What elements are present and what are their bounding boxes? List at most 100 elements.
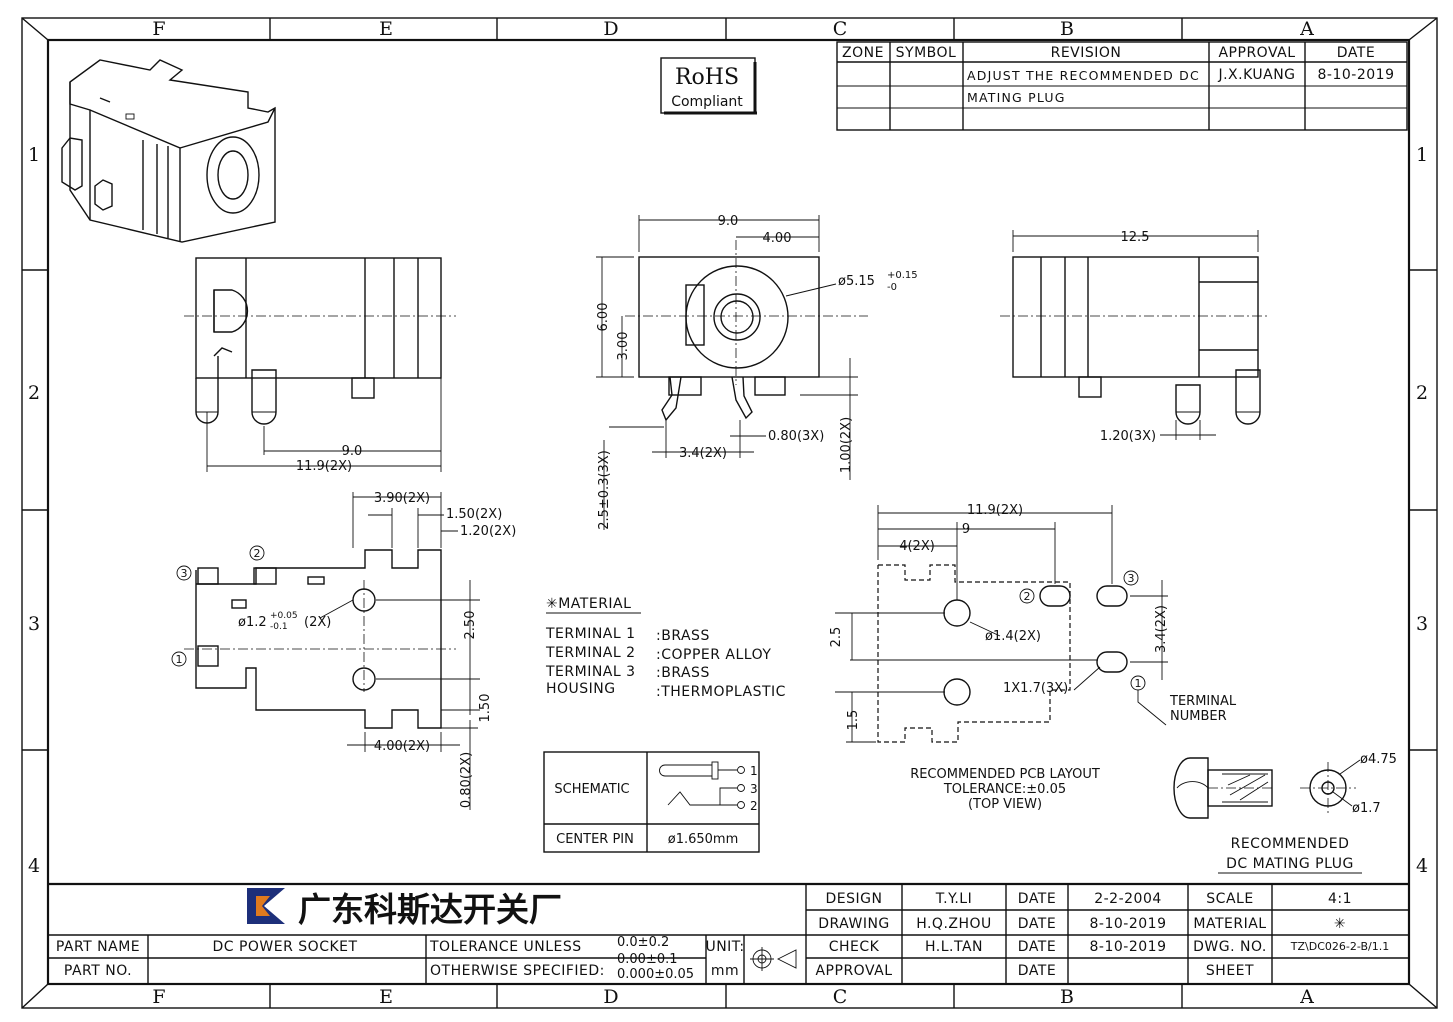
dim-length: 12.5 [1121, 230, 1150, 245]
part-name-value: DC POWER SOCKET [212, 939, 357, 955]
material-name-2: TERMINAL 2 [545, 645, 636, 661]
dim-height: 6.00 [596, 303, 611, 332]
rev-header-revision: REVISION [1051, 45, 1122, 61]
dim-hole: ø5.15 [838, 274, 875, 289]
dim-hole-tol-plus: +0.15 [887, 270, 918, 281]
pcb-dim-d7: 1X1.7(3X) [1003, 681, 1068, 696]
drawing-value: H.Q.ZHOU [916, 916, 992, 932]
pcb-layout: 2 3 1 11.9(2X) 9 4(2X) ø1.4(2X) 2.5 3.4(… [829, 503, 1237, 812]
tolerance-2: 0.00±0.1 [617, 952, 678, 967]
pcb-dim-d5: 2.5 [829, 627, 844, 648]
rev-header-symbol: SYMBOL [896, 45, 957, 61]
zone-labels: F E D C B A F E D C B A 1 2 3 4 1 2 3 4 [28, 18, 1428, 1008]
pcb-label-1: 1 [1135, 677, 1142, 690]
projection-symbol-icon [750, 947, 797, 971]
zone-row-4-right: 4 [1416, 855, 1428, 877]
center-pin-label: CENTER PIN [556, 832, 634, 847]
front-view: 9.0 4.00 ø5.15 +0.15 -0 6.00 3.00 3.4(2X… [596, 214, 918, 530]
center-pin-value: ø1.650mm [668, 832, 739, 847]
dim-pin-space: 3.4(2X) [679, 446, 727, 461]
rev-row1-date: 8-10-2019 [1318, 67, 1395, 83]
dim-hole-tol-minus: -0 [887, 282, 897, 293]
zone-col-c-bottom: C [833, 986, 848, 1008]
dim-offset: 4.00 [763, 231, 792, 246]
dim-width: 9.0 [718, 214, 739, 229]
zone-row-1: 1 [28, 144, 40, 166]
material-name-3: TERMINAL 3 [545, 664, 636, 680]
pcb-caption-3: (TOP VIEW) [968, 797, 1042, 812]
check-date-label: DATE [1018, 939, 1056, 955]
dwg-no-value: TZ\DC026-2-B/1.1 [1290, 940, 1389, 953]
zone-col-b-bottom: B [1060, 986, 1074, 1008]
terminal-label-2: 2 [254, 547, 261, 560]
pcb-caption-2: TOLERANCE:±0.05 [943, 782, 1066, 797]
design-date-label: DATE [1018, 891, 1056, 907]
zone-col-a: A [1299, 18, 1314, 40]
zone-col-b: B [1060, 18, 1074, 40]
zone-col-f-bottom: F [152, 986, 165, 1008]
rohs-subtitle: Compliant [671, 94, 743, 110]
check-date-value: 8-10-2019 [1090, 939, 1167, 955]
rev-header-approval: APPROVAL [1218, 45, 1295, 61]
scale-value: 4:1 [1328, 891, 1352, 907]
company-logo-icon [247, 888, 285, 924]
pcb-dim-d8: 1.5 [846, 710, 861, 731]
dim-foot: 0.80(2X) [459, 752, 474, 808]
schematic-pin-3: 3 [750, 782, 758, 796]
unit-label: UNIT: [705, 939, 744, 955]
zone-col-e: E [379, 18, 393, 40]
dim-span: 9.0 [342, 444, 363, 459]
dim-pin-length: 2.5±0.3(3X) [597, 450, 612, 530]
dim-a: 3.90(2X) [374, 491, 430, 506]
material-value-4: :THERMOPLASTIC [656, 684, 786, 700]
check-label: CHECK [829, 939, 880, 955]
pcb-dim-d1: 11.9(2X) [967, 503, 1023, 518]
schematic-pin-1: 1 [750, 764, 758, 778]
design-value: T.Y.LI [935, 891, 972, 907]
schematic-box: SCHEMATIC CENTER PIN ø1.650mm 1 3 2 [543, 751, 760, 853]
pcb-dim-d4: ø1.4(2X) [985, 629, 1041, 644]
dim-bottom: 4.00(2X) [374, 739, 430, 754]
material-value-2: :COPPER ALLOY [656, 647, 771, 663]
tolerance-label-1: TOLERANCE UNLESS [429, 939, 582, 955]
pcb-label-3: 3 [1128, 572, 1135, 585]
terminal-label-1: 1 [176, 653, 183, 666]
bottom-view: 3 2 1 3.90(2X) 1.50(2X) 1.20(2X) 2.50 1.… [171, 491, 516, 810]
zone-row-3: 3 [28, 613, 40, 635]
material-name-1: TERMINAL 1 [545, 626, 636, 642]
rev-row1-approval: J.X.KUANG [1217, 67, 1295, 83]
zone-row-4: 4 [28, 855, 40, 877]
plug-caption-1: RECOMMENDED [1231, 836, 1350, 852]
material-name-4: HOUSING [546, 681, 616, 697]
dim-hole-tol-plus: +0.05 [270, 611, 298, 621]
schematic-pin-2: 2 [750, 799, 758, 813]
material-label: MATERIAL [1193, 916, 1266, 932]
drawing-label: DRAWING [818, 916, 890, 932]
zone-row-3-right: 3 [1416, 613, 1428, 635]
material-value-1: :BRASS [656, 628, 710, 644]
tolerance-label-2: OTHERWISE SPECIFIED: [430, 963, 605, 979]
design-label: DESIGN [826, 891, 883, 907]
dim-spacing: 2.50 [463, 611, 478, 640]
pcb-label-2: 2 [1024, 590, 1031, 603]
check-value: H.L.TAN [925, 939, 983, 955]
zone-col-e-bottom: E [379, 986, 393, 1008]
dim-pin-height: 1.00(2X) [839, 417, 854, 473]
pcb-terminal-label: TERMINAL [1169, 694, 1237, 709]
part-name-label: PART NAME [56, 939, 140, 955]
mating-plug: ø4.75 ø1.7 RECOMMENDED DC MATING PLUG [1173, 752, 1397, 874]
pcb-caption-1: RECOMMENDED PCB LAYOUT [910, 767, 1100, 782]
dim-overall: 11.9(2X) [296, 459, 352, 474]
schematic-label: SCHEMATIC [554, 782, 629, 797]
pcb-number-label: NUMBER [1170, 709, 1227, 724]
material-list: ✳MATERIAL TERMINAL 1 :BRASS TERMINAL 2 :… [545, 596, 786, 700]
zone-col-c: C [833, 18, 848, 40]
side-view-right: 12.5 1.20(3X) [1000, 230, 1270, 444]
drawing-date-label: DATE [1018, 916, 1056, 932]
rev-header-zone: ZONE [842, 45, 884, 61]
dim-hole-tol-minus: -0.1 [270, 622, 288, 632]
rev-row2-revision: MATING PLUG [967, 90, 1066, 105]
design-date-value: 2-2-2004 [1094, 891, 1162, 907]
sheet-label: SHEET [1206, 963, 1254, 979]
